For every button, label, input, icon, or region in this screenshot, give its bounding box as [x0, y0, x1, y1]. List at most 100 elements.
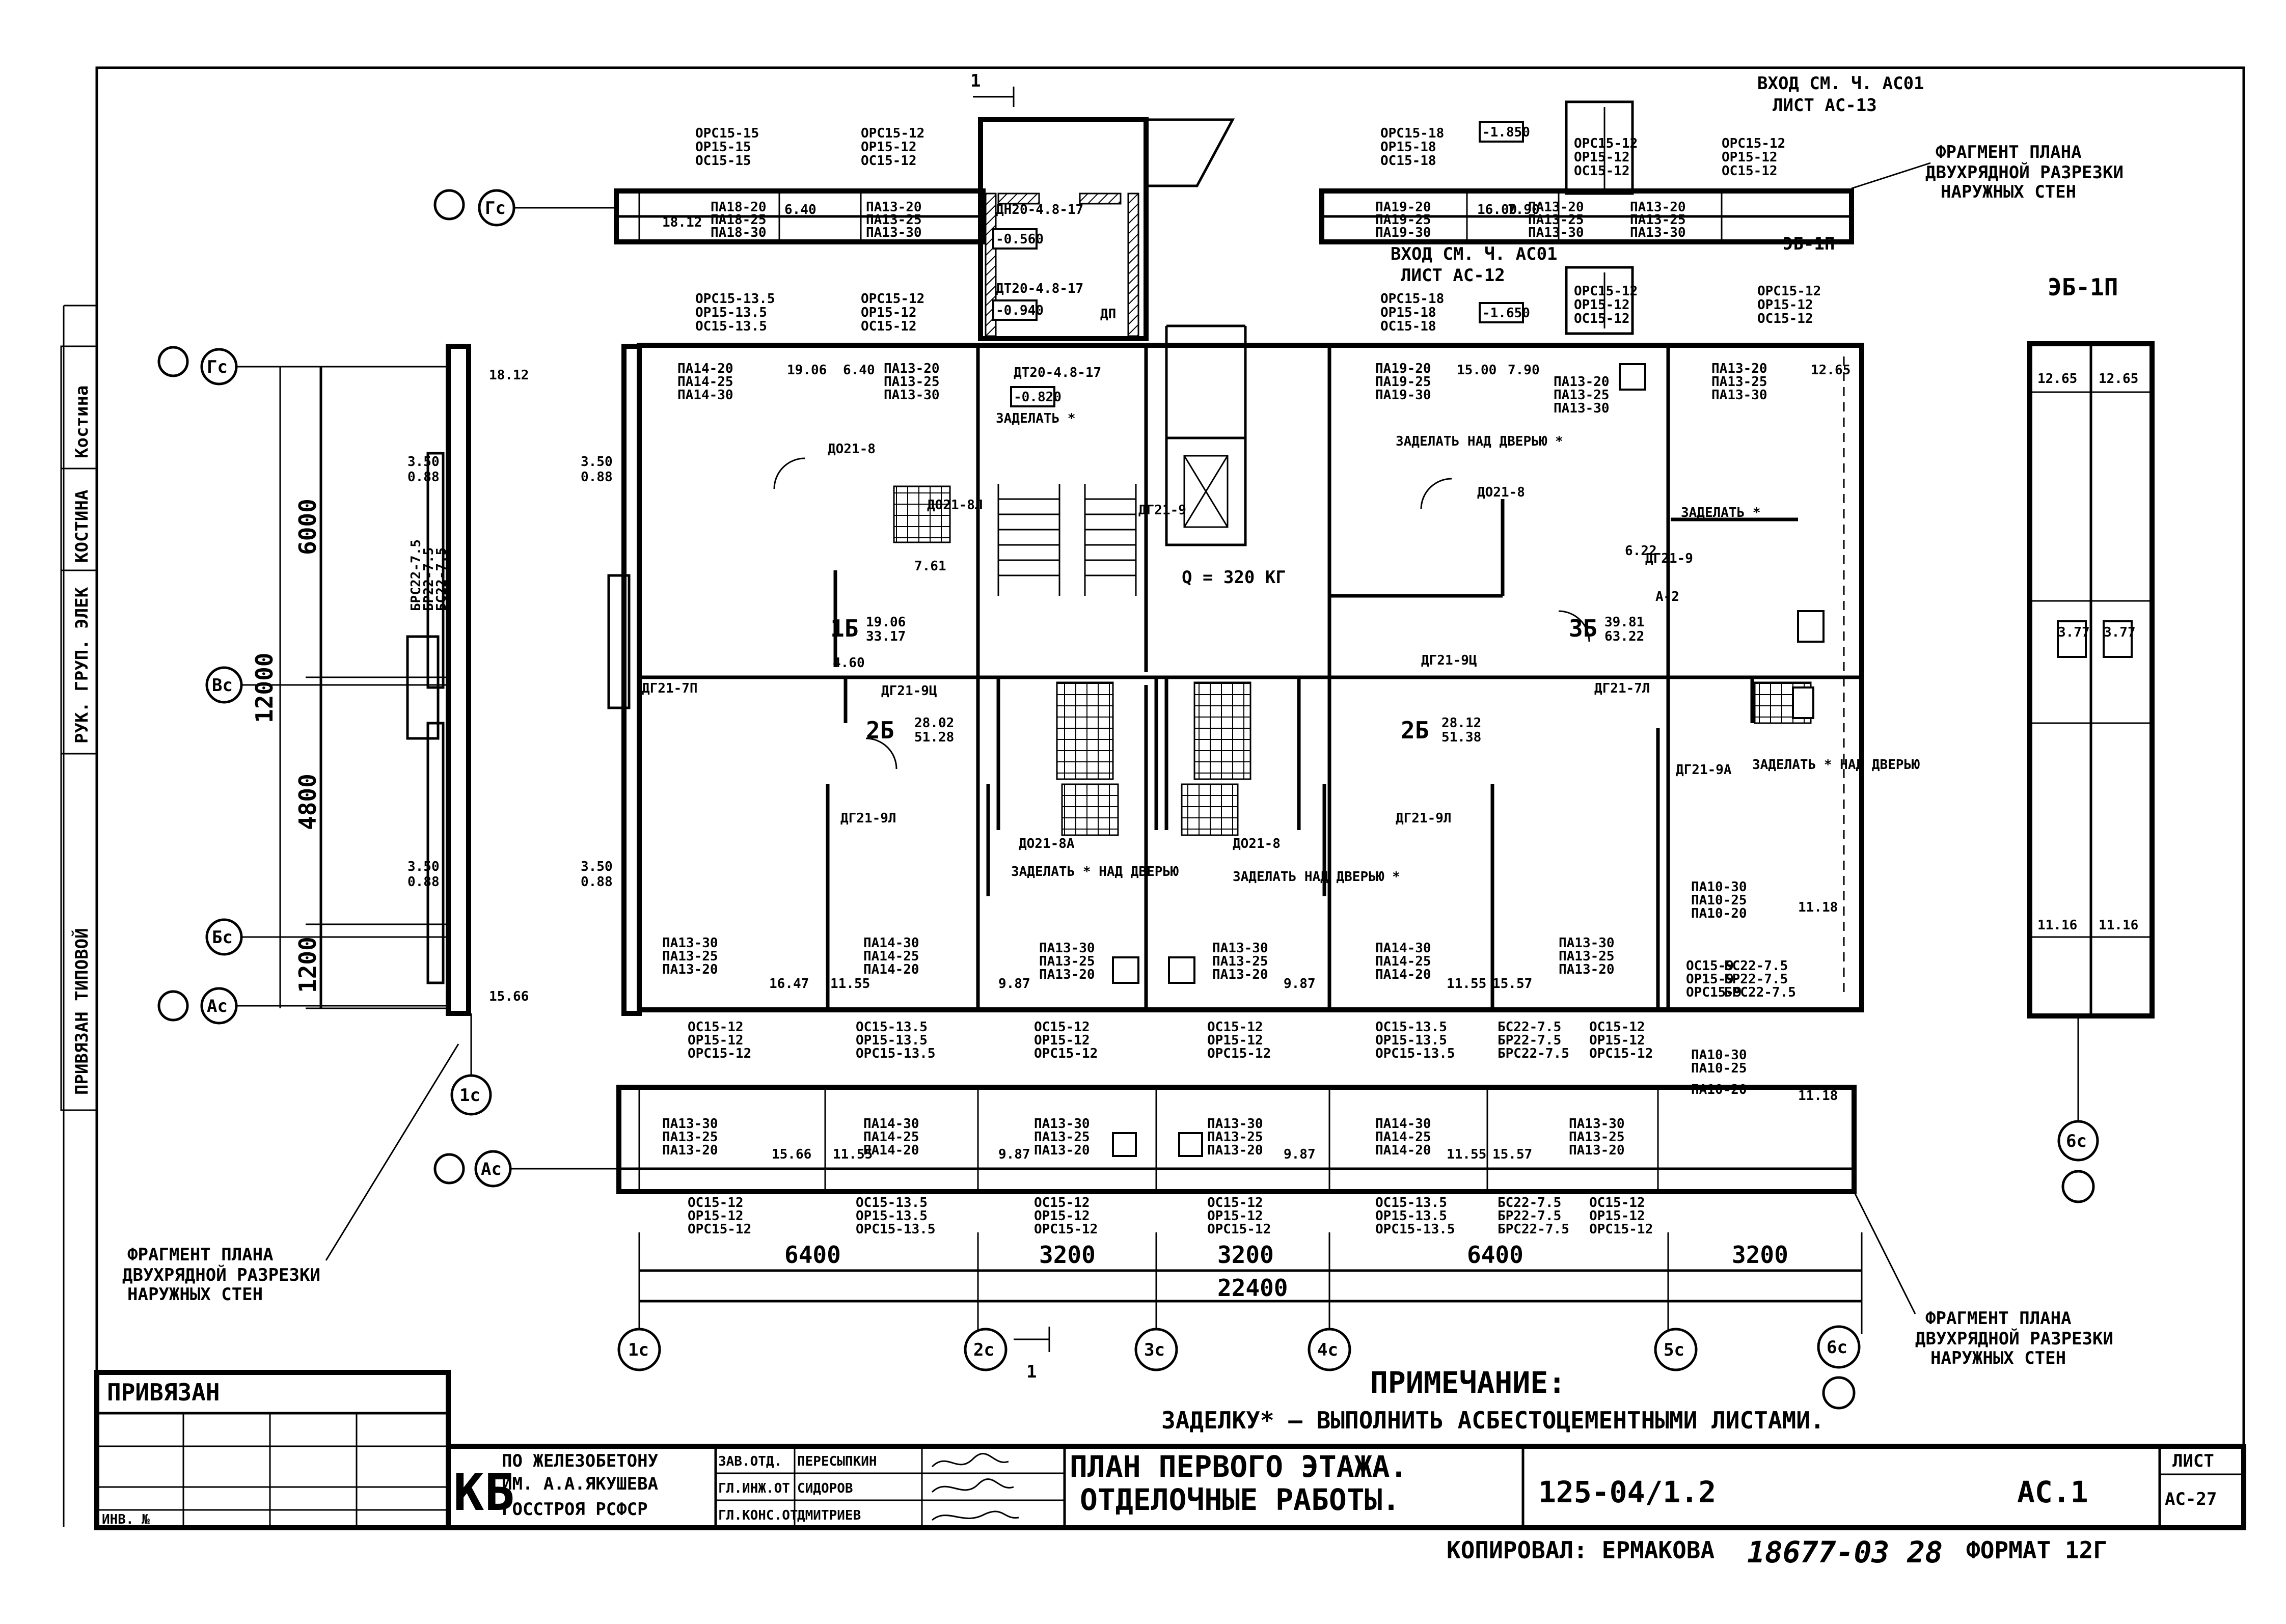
- dimension-label: 6400: [784, 1241, 841, 1269]
- door-label: ДГ21-9Ц: [1421, 653, 1477, 668]
- panel-mark: ОР15-12: [1589, 1208, 1645, 1224]
- door-label: ДО21-8Л: [927, 498, 983, 513]
- panel-mark: ОР15-9: [1686, 972, 1734, 987]
- panel-mark: ОР15-18: [1380, 305, 1436, 320]
- area-label: 0.88: [407, 874, 440, 890]
- dimension-label: 1200: [294, 937, 321, 993]
- area-label: 12.65: [2037, 371, 2077, 387]
- axis-label: 4с: [1317, 1340, 1338, 1360]
- dimension-label: 3200: [1732, 1241, 1788, 1269]
- panel-mark: ОР15-12: [1034, 1208, 1090, 1224]
- panel-mark: ОРС15-12: [688, 1222, 751, 1237]
- apartment-area: 28.02: [914, 715, 954, 731]
- area-label: 3.77: [2058, 625, 2090, 640]
- panel-mark: ПА13-30: [1711, 388, 1767, 403]
- panel-mark: ОС15-15: [695, 153, 751, 169]
- panel-mark: ПА13-30: [884, 388, 940, 403]
- org-line: ПО ЖЕЛЕЗОБЕТОНУ: [502, 1451, 658, 1471]
- panel-mark: ПА13-20: [1207, 1143, 1263, 1158]
- panel-mark: ПА13-30: [866, 225, 922, 240]
- panel-mark: ПА13-25: [1034, 1130, 1090, 1145]
- panel-mark: ОС15-12: [861, 319, 917, 334]
- area-label: 11.55: [830, 976, 870, 992]
- panel-mark: ОС15-12: [1589, 1195, 1645, 1210]
- panel-mark: ОРС15-12: [1207, 1222, 1271, 1237]
- panel-mark: ПА13-20: [1528, 200, 1584, 215]
- entry-note: ЛИСТ АС-12: [1401, 265, 1505, 286]
- panel-mark: ПА10-30: [1691, 1048, 1747, 1063]
- left-fragment-labels: 3.50 0.88 3.50 0.88 3.50 0.88 3.50 0.88 …: [407, 368, 613, 1004]
- role-label: ГЛ.ИНЖ.ОТ: [718, 1481, 790, 1496]
- panel-mark: ПА19-30: [1375, 388, 1431, 403]
- panel-mark: ПА13-20: [1711, 361, 1767, 376]
- panel-mark: ПА14-30: [677, 388, 733, 403]
- dimension-label: 3200: [1217, 1241, 1274, 1269]
- axis-label: Вс: [212, 675, 233, 696]
- copy-number: 18677-03 28: [1747, 1535, 1943, 1570]
- area-label: 3.50: [407, 859, 440, 874]
- panel-mark: ОР15-12: [1589, 1033, 1645, 1048]
- entry-note: ВХОД СМ. Ч. АС01: [1391, 244, 1558, 264]
- panel-mark: БС22-7.5: [1498, 1020, 1561, 1035]
- panel-mark: ОС15-13.5: [856, 1020, 928, 1035]
- panel-mark: ПА13-20: [662, 1143, 718, 1158]
- area-label: 16.00: [1477, 202, 1517, 217]
- panel-mark: ПА19-30: [1375, 225, 1431, 240]
- left-stamp: Костина КОСТИНА РУК. ГРУП. ЭЛЕК ПРИВЯЗАН…: [60, 345, 98, 1111]
- area-label: 6.40: [784, 202, 817, 217]
- area-label: 0.88: [581, 470, 613, 485]
- panel-mark: ПА13-25: [1559, 949, 1615, 964]
- panel-mark: ОРС15-12: [688, 1046, 751, 1061]
- panel-mark: ОС15-12: [1589, 1020, 1645, 1035]
- panel-mark: ОС15-12: [688, 1195, 744, 1210]
- apartment-living: 63.22: [1604, 629, 1644, 644]
- panel-mark: ПА14-20: [863, 1143, 919, 1158]
- copied-label: КОПИРОВАЛ: ЕРМАКОВА: [1447, 1536, 1715, 1564]
- panel-mark: ОС15-12: [1207, 1195, 1263, 1210]
- area-label: 6.40: [843, 363, 875, 378]
- panel-mark: ПА13-20: [1212, 967, 1268, 982]
- area-label: 7.61: [914, 559, 946, 574]
- panel-mark: ПА13-30: [1212, 941, 1268, 956]
- notes-block: ПРИМЕЧАНИЕ: ЗАДЕЛКУ* – ВЫПОЛНИТЬ АСБЕСТО…: [1161, 1365, 1825, 1434]
- axis-label: Ас: [481, 1159, 502, 1179]
- panel-mark: ПА13-20: [1039, 967, 1095, 982]
- panel-mark: ОРС15-12: [1589, 1046, 1653, 1061]
- panel-mark: ОР15-12: [1574, 150, 1630, 165]
- load-label: Q = 320 КГ: [1182, 567, 1286, 588]
- panel-mark: ОС15-12: [1574, 163, 1630, 179]
- axis-gs-top: Гс: [433, 189, 616, 227]
- panel-mark: ПА13-20: [1554, 374, 1610, 390]
- panel-mark: ОР15-13.5: [695, 305, 767, 320]
- bottom-row-labels: ПА13-30 ПА13-25 ПА13-20 ПА14-30 ПА14-25 …: [662, 1048, 1838, 1237]
- fragment-label: НАРУЖНЫХ СТЕН: [127, 1284, 263, 1305]
- dimension-label: 12000: [251, 653, 278, 723]
- panel-mark: ПА14-20: [863, 962, 919, 977]
- fragment-label: ДВУХРЯДНОЙ РАЗРЕЗКИ: [122, 1264, 320, 1285]
- panel-mark: ПА13-30: [1630, 225, 1686, 240]
- area-label: 6.22: [1625, 543, 1657, 559]
- panel-mark: ПА13-30: [1554, 401, 1610, 416]
- door-label: ДГ21-9Л: [840, 811, 896, 826]
- right-fragment: 3.77 3.77 12.65 12.65 11.16 11.16 ЭБ-1П …: [2027, 273, 2155, 1203]
- door-label: ДО21-8: [1233, 836, 1281, 851]
- panel-mark: ПА13-25: [1039, 954, 1095, 969]
- panel-mark: ОРС15-13.5: [856, 1222, 936, 1237]
- panel-mark: ОРС15-12: [1589, 1222, 1653, 1237]
- project-code: 125-04/1.2: [1538, 1475, 1716, 1509]
- panel-mark: ДН20-4.8-17: [996, 202, 1083, 217]
- panel-mark: ПА13-25: [1212, 954, 1268, 969]
- fragment-label: ФРАГМЕНТ ПЛАНА: [1936, 142, 2082, 162]
- door-label: ДО21-8А: [1019, 836, 1075, 851]
- fragment-callouts: ФРАГМЕНТ ПЛАНА ДВУХРЯДНОЙ РАЗРЕЗКИ НАРУЖ…: [122, 142, 2124, 1368]
- area-label: 0.88: [581, 874, 613, 890]
- instruction: ЗАДЕЛАТЬ *: [1681, 505, 1761, 520]
- panel-mark: ОР15-15: [695, 140, 751, 155]
- panel-mark: ПА14-30: [863, 1116, 919, 1132]
- stamp-name: КОСТИНА: [72, 490, 92, 563]
- panel-mark: ОРС15-12: [1574, 136, 1638, 151]
- panel-mark: ПА10-30: [1691, 879, 1747, 895]
- axis-label: Бс: [212, 927, 233, 948]
- area-label: 0.88: [407, 470, 440, 485]
